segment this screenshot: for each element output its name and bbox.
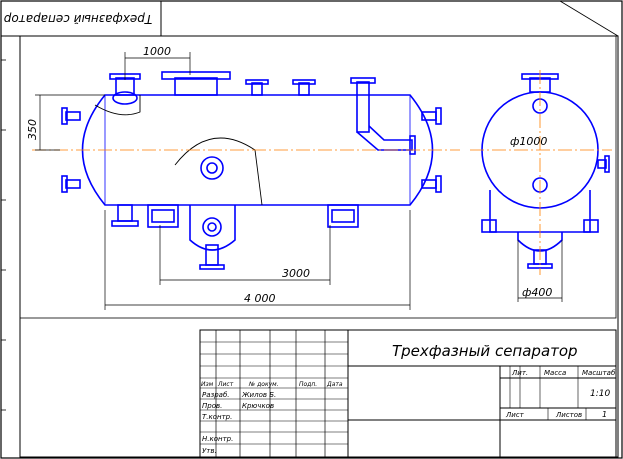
side-dimensions	[35, 52, 411, 310]
row-role-6: Утв.	[202, 447, 217, 455]
sheets-value: 1	[602, 410, 607, 419]
side-nozzles-left	[61, 107, 81, 193]
row-role-1: Разраб.	[202, 391, 230, 399]
dim-3000: 3000	[282, 267, 310, 280]
manhole-side	[200, 156, 224, 180]
end-dimensions	[517, 240, 563, 302]
sheet-inner-frame	[19, 35, 619, 458]
end-view	[481, 73, 610, 269]
hdr-list: Лист	[217, 381, 234, 388]
dim-d1000: ф1000	[510, 135, 547, 148]
inlet-pipe	[350, 77, 416, 155]
scale-label: Масштаб	[582, 369, 616, 377]
hdr-doc: № докум.	[248, 381, 279, 388]
weir-baffle	[174, 137, 263, 206]
dim-350: 350	[26, 119, 39, 140]
side-view	[61, 71, 442, 270]
row-name-1: Жилов Б.	[241, 391, 276, 399]
side-nozzles-right	[421, 107, 442, 193]
drawing-frame	[19, 35, 617, 319]
sheets-label: Листов	[555, 411, 582, 419]
row-name-2: Крючков	[242, 402, 274, 410]
top-nozzle-2	[245, 79, 269, 96]
drain-nozzle	[111, 204, 139, 227]
title-block	[199, 329, 617, 458]
sheet-diagonal	[559, 0, 619, 37]
scale-value: 1:10	[590, 389, 610, 399]
row-role-2: Пров.	[202, 402, 222, 410]
mass-label: Масса	[544, 369, 566, 377]
top-nozzle-3	[292, 79, 316, 96]
left-margin-ticks	[1, 59, 6, 411]
hdr-sign: Подп.	[299, 381, 317, 388]
drawing-title: Трехфазный сепаратор	[392, 342, 578, 360]
dim-4000: 4 000	[244, 292, 276, 305]
support-left	[147, 204, 179, 228]
sheet-label: Лист	[505, 411, 525, 419]
dim-d400: ф400	[522, 286, 552, 299]
end-side-nozzle	[597, 155, 610, 173]
sump	[189, 205, 236, 270]
stage-label: Лит.	[511, 369, 528, 377]
row-role-3: Т.контр.	[202, 413, 232, 421]
manhole-side-inner	[206, 162, 218, 174]
dim-1000: 1000	[143, 45, 171, 58]
mirrored-title: Трехфазный сепаратор	[3, 12, 152, 26]
manhole-top	[161, 71, 231, 96]
inlet-deflector	[94, 95, 141, 116]
hdr-date: Дата	[326, 381, 343, 388]
hdr-izm: Изм	[201, 381, 214, 388]
row-role-5: Н.контр.	[202, 435, 233, 443]
support-right	[327, 204, 359, 228]
